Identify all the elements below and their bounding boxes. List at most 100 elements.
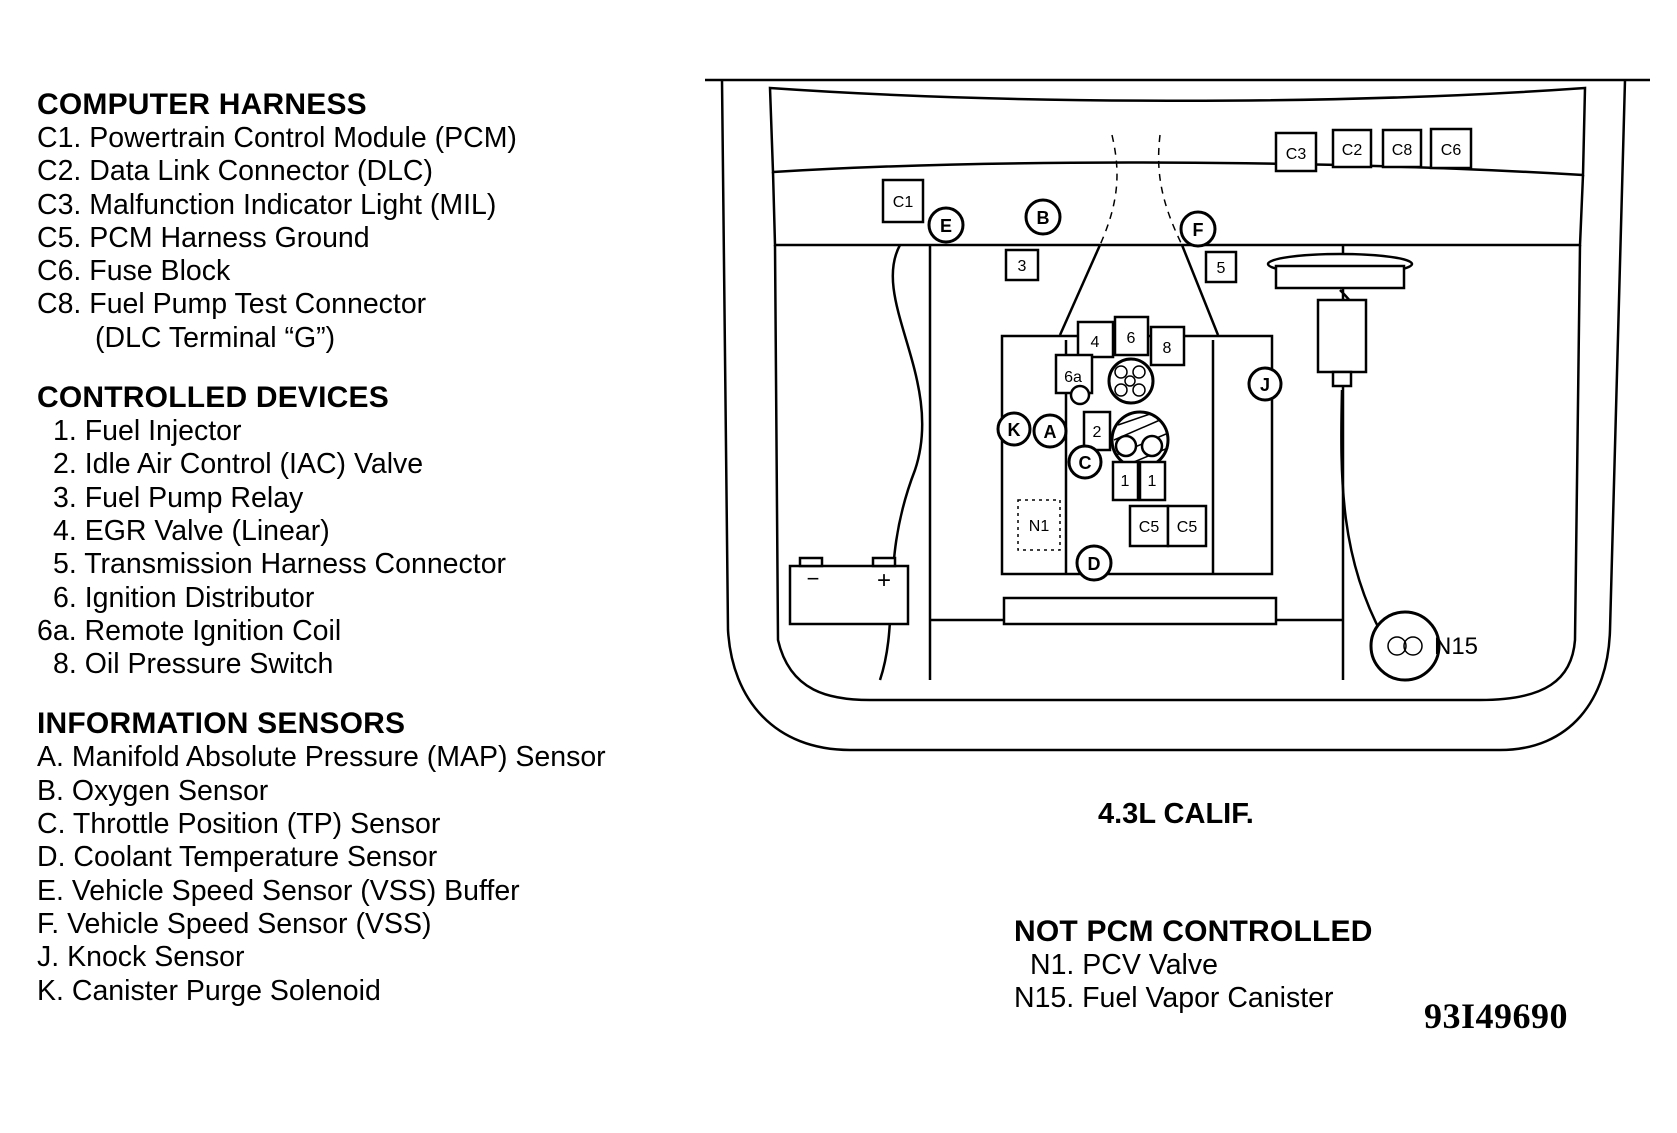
trans-connector-5 bbox=[1204, 250, 1238, 284]
legend-item-c1: C1. Powertrain Control Module (PCM) bbox=[37, 122, 517, 154]
legend: COMPUTER HARNESS C1. Powertrain Control … bbox=[37, 88, 697, 1034]
canister-port bbox=[1403, 636, 1423, 656]
distributor-6 bbox=[1113, 315, 1150, 357]
legend-item-n15: N15. Fuel Vapor Canister bbox=[1014, 982, 1334, 1015]
legend-item-c2: C2. Data Link Connector (DLC) bbox=[37, 155, 434, 188]
legend-item-d: D. Coolant Temperature Sensor bbox=[37, 841, 438, 874]
computer-harness-heading: COMPUTER HARNESS bbox=[37, 88, 367, 121]
sensor-k-label: K bbox=[1008, 420, 1021, 440]
coil-connector bbox=[1069, 384, 1091, 406]
egr-valve-4-label: 4 bbox=[1091, 334, 1100, 351]
controlled-devices-heading: CONTROLLED DEVICES bbox=[37, 381, 389, 415]
distributor-terminal bbox=[1124, 375, 1136, 387]
sensor-j bbox=[1247, 366, 1283, 402]
purge-solenoid-tip bbox=[1331, 370, 1353, 388]
engine-line-right bbox=[1180, 244, 1220, 336]
information-sensors-heading: INFORMATION SENSORS bbox=[37, 707, 406, 741]
pcm-c1 bbox=[881, 178, 925, 224]
canister-port bbox=[1387, 636, 1407, 656]
fuel-pump-relay-3-label: 3 bbox=[1018, 258, 1027, 275]
canister-hose bbox=[1340, 389, 1387, 641]
iac-valve-2-label: 2 bbox=[1093, 424, 1102, 441]
legend-item-f: F. Vehicle Speed Sensor (VSS) bbox=[37, 907, 432, 940]
trans-connector-5-label: 5 bbox=[1217, 260, 1226, 277]
throttle-hatch bbox=[1113, 413, 1169, 467]
legend-item-1: 1. Fuel Injector bbox=[53, 415, 242, 448]
legend-item-5: 5. Transmission Harness Connector bbox=[53, 548, 507, 581]
distributor-terminal bbox=[1114, 383, 1128, 397]
legend-item-c8-note: (DLC Terminal “G”) bbox=[95, 321, 336, 354]
air-cleaner-body bbox=[1274, 264, 1406, 290]
compartment-outline bbox=[720, 79, 1627, 752]
connector-c3 bbox=[1274, 131, 1318, 173]
fuel-injector-1b-label: 1 bbox=[1148, 473, 1157, 490]
sensor-d bbox=[1075, 544, 1113, 582]
sensor-c-label: C bbox=[1079, 453, 1092, 473]
computer-harness-group: COMPUTER HARNESS C1. Powertrain Control … bbox=[37, 88, 697, 355]
battery-neg-sign: − bbox=[807, 566, 820, 591]
pcm-ground-c5b-label: C5 bbox=[1177, 519, 1198, 536]
legend-item-6: 6. Ignition Distributor bbox=[53, 581, 315, 614]
connector-c8 bbox=[1381, 128, 1423, 169]
battery-post-pos bbox=[871, 556, 897, 568]
bay-inner bbox=[773, 244, 1582, 702]
legend-item-e: E. Vehicle Speed Sensor (VSS) Buffer bbox=[37, 874, 520, 907]
sensor-e-label: E bbox=[940, 216, 952, 236]
sensor-d-label: D bbox=[1088, 554, 1101, 574]
dashed-line-left bbox=[1099, 134, 1118, 246]
legend-item-b: B. Oxygen Sensor bbox=[37, 774, 269, 807]
sensor-b-label: B bbox=[1037, 208, 1050, 228]
remote-ignition-coil-6a-label: 6a bbox=[1064, 369, 1082, 386]
pcv-valve-n1-label: N1 bbox=[1029, 518, 1050, 535]
fuel-vapor-canister-n15 bbox=[1369, 610, 1441, 682]
pcm-ground-c5a-label: C5 bbox=[1139, 519, 1160, 536]
sensor-j-label: J bbox=[1260, 375, 1270, 395]
oil-pressure-switch-8 bbox=[1149, 325, 1186, 367]
sensor-f bbox=[1179, 210, 1217, 248]
connector-c6-label: C6 bbox=[1441, 142, 1462, 159]
throttle-bore bbox=[1140, 434, 1164, 458]
fuel-vapor-canister-n15-label: N15 bbox=[1434, 633, 1478, 660]
pcm-ground-c5b bbox=[1166, 504, 1208, 548]
fuel-pump-relay-3 bbox=[1004, 248, 1040, 282]
pcm-c1-label: C1 bbox=[893, 194, 914, 211]
not-pcm-controlled-heading: NOT PCM CONTROLLED bbox=[1014, 915, 1373, 948]
sensor-e bbox=[927, 206, 965, 244]
legend-item-a: A. Manifold Absolute Pressure (MAP) Sens… bbox=[37, 741, 606, 774]
not-pcm-controlled-group: NOT PCM CONTROLLED N1. PCV Valve N15. Fu… bbox=[1014, 915, 1373, 1016]
figure-id: 93I49690 bbox=[1424, 996, 1569, 1036]
legend-item-3: 3. Fuel Pump Relay bbox=[53, 481, 304, 514]
fuel-injector-1b bbox=[1138, 460, 1167, 502]
legend-item-c3: C3. Malfunction Indicator Light (MIL) bbox=[37, 188, 497, 221]
distributor-6-label: 6 bbox=[1127, 330, 1136, 347]
legend-item-6a: 6a. Remote Ignition Coil bbox=[37, 614, 342, 647]
sensor-c bbox=[1067, 444, 1103, 480]
distributor-cap bbox=[1107, 357, 1155, 405]
connector-c2-label: C2 bbox=[1342, 142, 1363, 159]
legend-item-4: 4. EGR Valve (Linear) bbox=[53, 514, 330, 547]
legend-item-n1: N1. PCV Valve bbox=[1030, 949, 1218, 981]
pcv-valve-n1 bbox=[1017, 499, 1061, 551]
legend-item-c8: C8. Fuel Pump Test Connector bbox=[37, 288, 427, 321]
legend-item-8: 8. Oil Pressure Switch bbox=[53, 648, 334, 681]
connector-c6 bbox=[1429, 127, 1473, 170]
legend-item-c6: C6. Fuse Block bbox=[37, 255, 231, 288]
legend-item-2: 2. Idle Air Control (IAC) Valve bbox=[53, 448, 424, 481]
distributor-terminal bbox=[1114, 365, 1128, 379]
dashed-line-right bbox=[1157, 134, 1183, 246]
oil-pressure-switch-8-label: 8 bbox=[1163, 340, 1172, 357]
sensor-a-label: A bbox=[1044, 422, 1057, 442]
distributor-terminal bbox=[1132, 383, 1146, 397]
egr-valve-4 bbox=[1076, 320, 1115, 359]
legend-item-c: C. Throttle Position (TP) Sensor bbox=[37, 808, 441, 841]
legend-item-c5: C5. PCM Harness Ground bbox=[37, 221, 370, 254]
information-sensors-group: INFORMATION SENSORS A. Manifold Absolute… bbox=[37, 707, 697, 1007]
battery bbox=[788, 564, 910, 626]
legend-item-j: J. Knock Sensor bbox=[37, 941, 245, 974]
controlled-devices-group: CONTROLLED DEVICES 1. Fuel Injector 2. I… bbox=[37, 381, 697, 681]
firewall bbox=[771, 171, 1585, 247]
sensor-b bbox=[1024, 198, 1062, 236]
sensor-f-label: F bbox=[1193, 220, 1204, 240]
purge-solenoid-body bbox=[1316, 298, 1368, 374]
